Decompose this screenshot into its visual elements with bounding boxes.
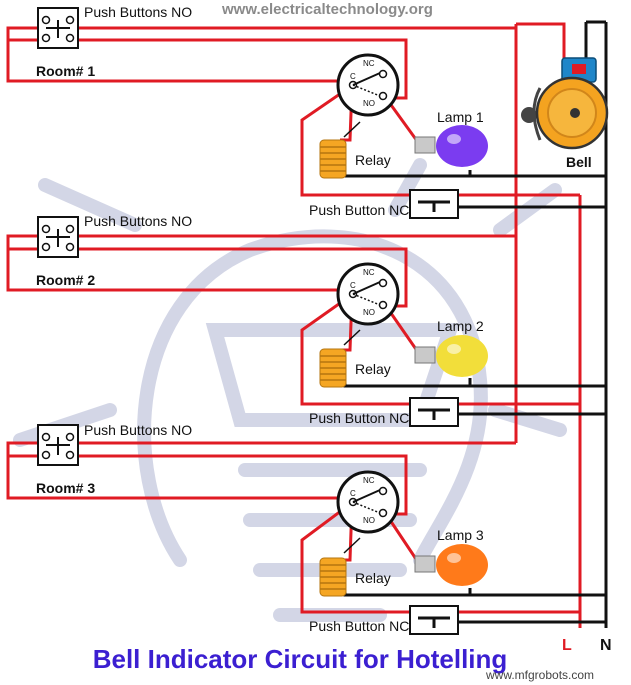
room-2-lamp-label: Lamp 2 (437, 318, 484, 334)
room-1-relay-label: Relay (355, 152, 391, 168)
room-1-contact-nc: NC (363, 59, 375, 68)
room-2-label: Room# 2 (36, 272, 95, 288)
background-bulb-art (13, 158, 567, 622)
source-watermark: www.mfgrobots.com (486, 668, 595, 682)
room-1-push-button-label: Push Buttons NO (84, 4, 192, 20)
room-2-contact-nc: NC (363, 268, 375, 277)
bell-feed-wire (516, 22, 566, 58)
room-3-nc-button-label: Push Button NC (309, 618, 409, 634)
room-1-circuit (6, 7, 606, 219)
room-3-label: Room# 3 (36, 480, 95, 496)
room-3-lamp-label: Lamp 3 (437, 527, 484, 543)
room-3-contact-nc: NC (363, 476, 375, 485)
neutral-label: N (600, 637, 612, 654)
room-3-contact-no: NO (363, 516, 375, 525)
website-watermark: www.electricaltechnology.org (222, 1, 433, 18)
room-1-contact-no: NO (363, 99, 375, 108)
room-1-lamp-label: Lamp 1 (437, 109, 484, 125)
room-3-circuit (6, 424, 606, 635)
page-title: Bell Indicator Circuit for Hotelling (92, 644, 508, 674)
room-1-nc-button-label: Push Button NC (309, 202, 409, 218)
bell-icon (521, 57, 609, 150)
live-label: L (562, 637, 572, 654)
room-1-label: Room# 1 (36, 63, 95, 79)
room-2-nc-button-label: Push Button NC (309, 410, 409, 426)
room-3-push-button-label: Push Buttons NO (84, 422, 192, 438)
room-2-relay-label: Relay (355, 361, 391, 377)
room-3-contact-c: C (350, 489, 356, 498)
room-3-relay-label: Relay (355, 570, 391, 586)
room-2-contact-no: NO (363, 308, 375, 317)
bell-label: Bell (566, 154, 592, 170)
room-2-contact-c: C (350, 281, 356, 290)
room-2-circuit (6, 216, 606, 427)
room-1-contact-c: C (350, 72, 356, 81)
room-2-push-button-label: Push Buttons NO (84, 213, 192, 229)
